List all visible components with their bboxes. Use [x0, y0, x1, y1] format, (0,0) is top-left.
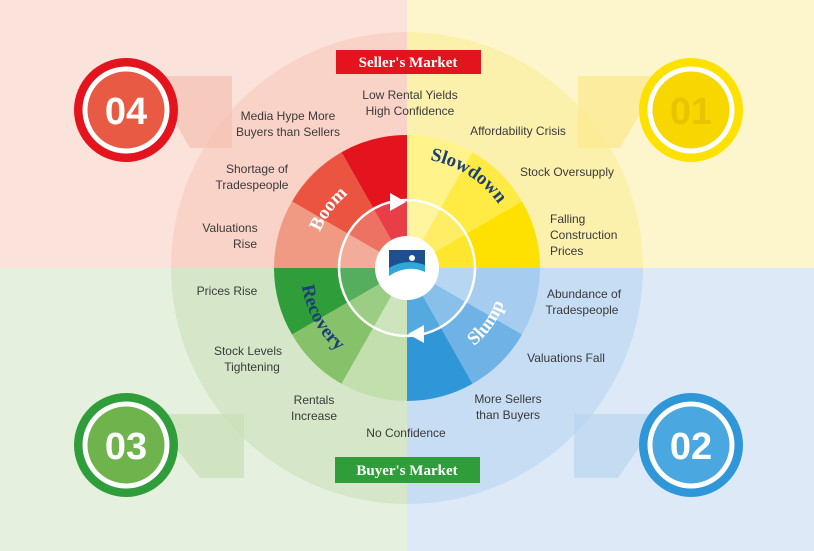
- label-buyers-than-sellers: Buyers than Sellers: [236, 125, 340, 139]
- label-tradespeople-2: Tradespeople: [546, 303, 619, 317]
- cycle-arrows: [390, 193, 424, 343]
- badge-01: 01: [639, 58, 743, 162]
- svg-text:02: 02: [670, 426, 712, 468]
- svg-text:Seller's Market: Seller's Market: [359, 55, 458, 71]
- label-than-buyers: than Buyers: [476, 408, 540, 422]
- boom-segments: [274, 134, 407, 268]
- label-prices: Prices: [550, 244, 583, 258]
- label-no-confidence: No Confidence: [366, 426, 446, 440]
- label-stock-levels: Stock Levels: [214, 344, 282, 358]
- svg-text:01: 01: [670, 91, 712, 133]
- label-low-rental-yields: Low Rental Yields: [362, 88, 457, 102]
- label-increase: Increase: [291, 409, 337, 423]
- recovery-segments: [274, 268, 407, 401]
- svg-text:04: 04: [105, 91, 147, 133]
- label-rentals: Rentals: [294, 393, 335, 407]
- label-tradespeople-1: Tradespeople: [216, 178, 289, 192]
- buyers-market-banner: Buyer's Market: [335, 457, 480, 483]
- label-abundance-of: Abundance of: [547, 287, 622, 301]
- cycle-labels: Low Rental Yields High Confidence Afford…: [197, 88, 622, 440]
- badge-03: 03: [74, 393, 178, 497]
- label-media-hype: Media Hype More: [241, 109, 336, 123]
- label-rise: Rise: [233, 237, 257, 251]
- label-stock-oversupply: Stock Oversupply: [520, 165, 614, 179]
- label-valuations-fall: Valuations Fall: [527, 351, 605, 365]
- svg-text:03: 03: [105, 426, 147, 468]
- badge-04: 04: [74, 58, 178, 162]
- label-tightening: Tightening: [224, 360, 280, 374]
- label-more-sellers: More Sellers: [474, 392, 541, 406]
- slowdown-segments: [407, 134, 540, 268]
- label-affordability-crisis: Affordability Crisis: [470, 124, 566, 138]
- badge-02: 02: [639, 393, 743, 497]
- center-logo: [375, 236, 439, 300]
- label-prices-rise: Prices Rise: [197, 284, 258, 298]
- label-valuations: Valuations: [202, 221, 257, 235]
- label-falling: Falling: [550, 212, 585, 226]
- label-high-confidence: High Confidence: [366, 104, 455, 118]
- sellers-market-banner: Seller's Market: [336, 50, 481, 74]
- slump-segments: [407, 268, 540, 402]
- label-shortage-of: Shortage of: [226, 162, 289, 176]
- label-construction: Construction: [550, 228, 617, 242]
- svg-text:Buyer's Market: Buyer's Market: [356, 463, 457, 479]
